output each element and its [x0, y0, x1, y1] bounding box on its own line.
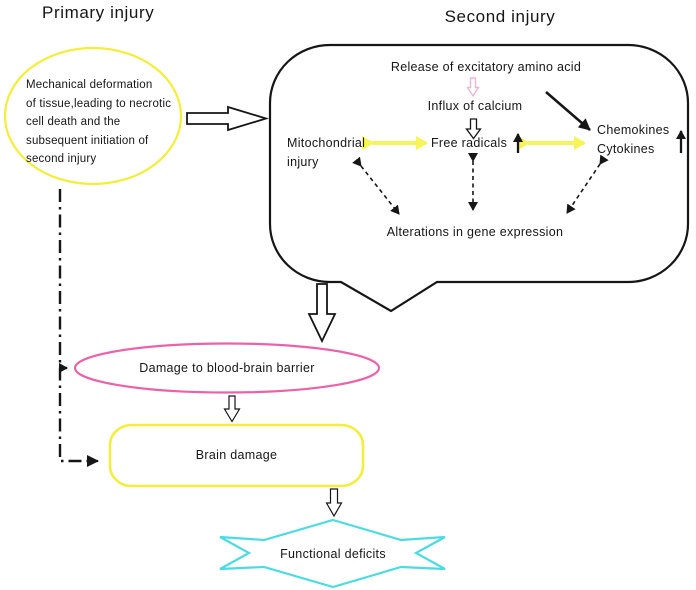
chemokines-cytokines-label: Chemokines Cytokines: [597, 123, 670, 156]
mitochondrial-injury-label: Mitochondrial injury: [287, 136, 366, 169]
block-arrow-down-icon: [307, 283, 337, 344]
primary-injury-ellipse: [3, 46, 183, 186]
primary-injury-title: Primary injury: [42, 3, 155, 22]
thin-down-arrow-1-icon: [223, 395, 241, 423]
second-injury-bubble: [268, 43, 690, 313]
functional-deficits-star: [219, 518, 446, 589]
dash-dot-connector: [58, 189, 88, 463]
blood-brain-barrier-ellipse: [73, 342, 381, 394]
second-injury-title: Second injury: [444, 7, 556, 26]
blood-brain-barrier-label: Damage to blood-brain barrier: [139, 361, 315, 375]
small-down-arrow-pink-icon: [466, 77, 480, 98]
thin-down-arrow-2-icon: [325, 488, 343, 518]
free-radicals-label: Free radicals: [431, 136, 508, 150]
small-down-arrow-icon: [465, 118, 482, 140]
gene-expression-label: Alterations in gene expression: [386, 225, 564, 239]
primary-injury-text: Mechanical deformation of tissue,leading…: [26, 79, 172, 165]
dashed-arrow-cytokines-genes: [566, 154, 609, 214]
brain-damage-box: [108, 423, 365, 488]
dashed-arrow-mitochondrial-genes: [352, 156, 400, 215]
brain-damage-label: Brain damage: [195, 448, 278, 462]
release-amino-acid-label: Release of excitatory amino acid: [390, 60, 582, 74]
diagonal-arrow-to-chemokines: [545, 91, 591, 131]
block-arrow-right-icon: [186, 105, 270, 132]
functional-deficits-label: Functional deficits: [280, 547, 386, 561]
influx-calcium-label: Influx of calcium: [427, 99, 523, 113]
